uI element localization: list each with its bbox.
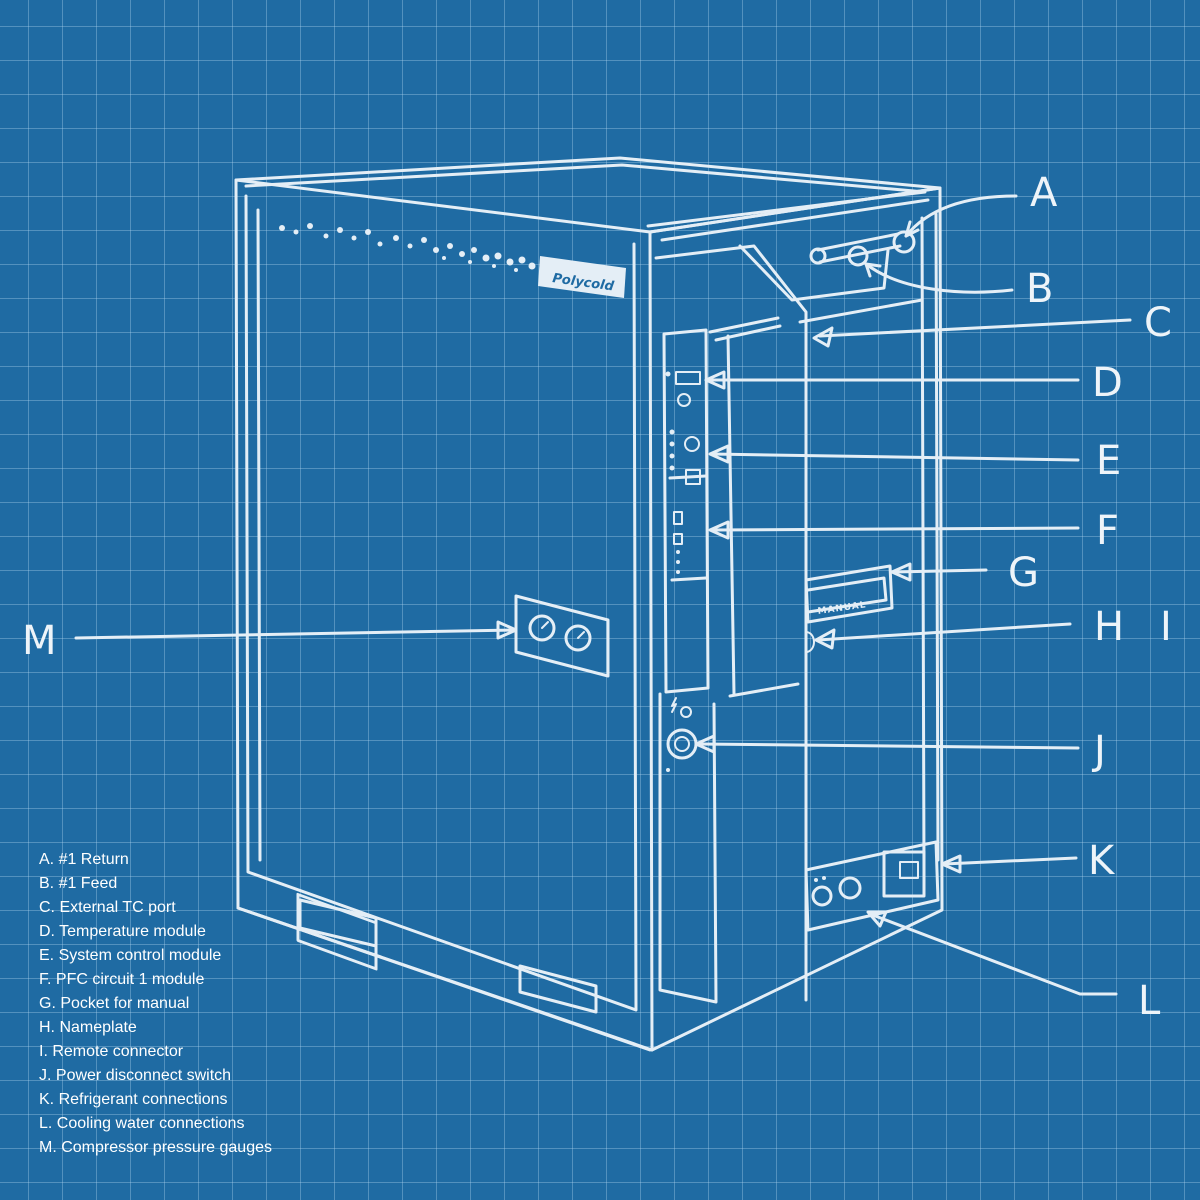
legend-item: I. Remote connector	[39, 1043, 184, 1060]
legend-item: A. #1 Return	[39, 851, 129, 868]
legend-item: H. Nameplate	[39, 1019, 137, 1036]
legend-item: G. Pocket for manual	[39, 995, 190, 1012]
legend-item: F. PFC circuit 1 module	[39, 971, 205, 988]
nameplate	[805, 631, 815, 653]
cabinet-outline	[234, 156, 944, 1052]
callout-arrows	[74, 194, 1132, 996]
legend-item: K. Refrigerant connections	[39, 1091, 228, 1108]
callout-letter-f: F	[1096, 508, 1119, 554]
control-knob-icon	[684, 436, 700, 452]
brand-strip: Polycold	[279, 223, 626, 298]
legend-item: L. Cooling water connections	[39, 1115, 245, 1132]
lightning-icon	[671, 697, 677, 713]
refrigerant-connections	[882, 850, 926, 898]
compressor-pressure-gauges	[514, 594, 610, 678]
legend-item: M. Compressor pressure gauges	[39, 1139, 272, 1156]
gauge-icon	[528, 614, 556, 642]
legend-item: B. #1 Feed	[39, 875, 118, 892]
legend-item: E. System control module	[39, 947, 222, 964]
callout-letter-j: J	[1091, 728, 1106, 774]
callout-letter-h: H	[1094, 604, 1124, 650]
callout-letter-m: M	[22, 618, 57, 664]
snowflake-pattern	[279, 223, 536, 272]
callout-letter-g: G	[1008, 550, 1039, 596]
callout-letter-k: K	[1088, 838, 1116, 884]
switch-dial-icon	[666, 728, 698, 760]
legend-item: C. External TC port	[39, 899, 176, 916]
brand-badge	[538, 256, 626, 298]
switch-icon	[685, 469, 701, 485]
side-panel	[654, 212, 940, 1004]
callout-letter-l: L	[1138, 978, 1161, 1024]
legend-item: D. Temperature module	[39, 923, 206, 940]
display-icon	[675, 371, 701, 385]
callout-letters: A B C D E F G H I J K L M	[22, 170, 1172, 1024]
temperature-module	[665, 371, 701, 407]
return-feed-fittings	[809, 230, 916, 267]
callout-letter-a: A	[1030, 170, 1058, 216]
power-disconnect-switch	[666, 697, 698, 772]
cooling-water-connections	[811, 876, 862, 907]
callout-letter-i: I	[1160, 604, 1172, 650]
knob-icon	[677, 393, 691, 407]
callout-letter-d: D	[1092, 360, 1123, 406]
pfc-module	[673, 511, 683, 574]
legend: A. #1 Return B. #1 Feed C. External TC p…	[39, 848, 272, 1160]
callout-letter-b: B	[1026, 266, 1053, 312]
callout-letter-e: E	[1096, 438, 1121, 484]
callout-letter-c: C	[1144, 300, 1172, 346]
gauge-icon	[564, 624, 592, 652]
system-control-module	[669, 429, 701, 485]
manual-pocket: MANUAL	[804, 564, 894, 624]
legend-item: J. Power disconnect switch	[39, 1067, 232, 1084]
